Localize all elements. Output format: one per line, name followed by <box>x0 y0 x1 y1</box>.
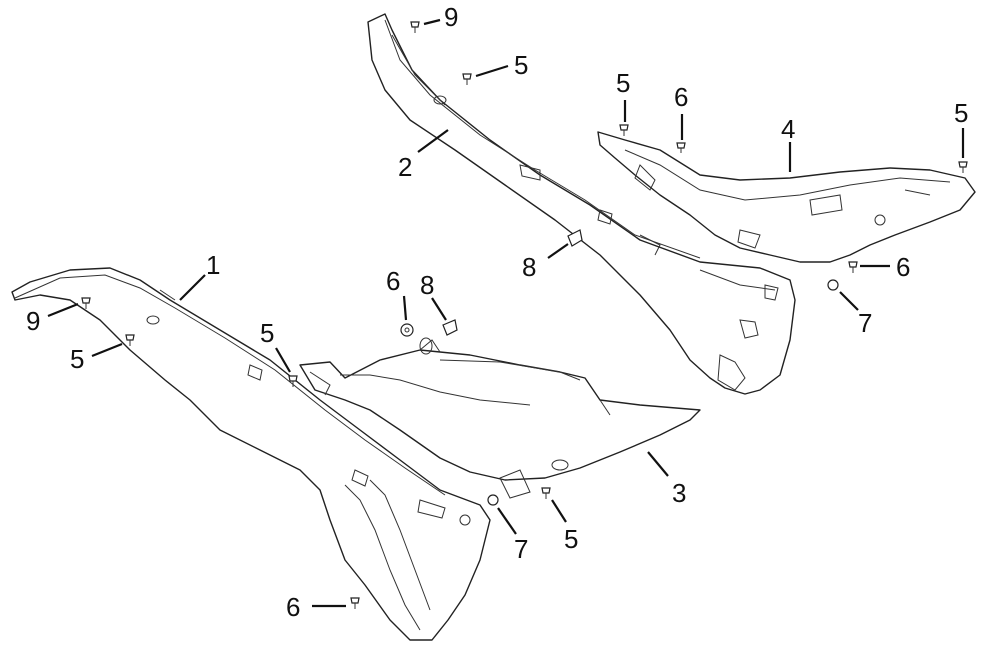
fasteners <box>81 21 968 609</box>
callout-5-part4-right: 5 <box>954 98 968 128</box>
screw-5-top-icon <box>462 73 472 85</box>
part-4-seat-side-panel <box>597 131 976 263</box>
callout-5-middle: 5 <box>260 318 274 348</box>
callout-8-middle: 8 <box>420 270 434 300</box>
callout-7-right: 7 <box>858 308 872 338</box>
callout-6-middle: 6 <box>386 266 400 296</box>
screw-6-bottom-icon <box>350 597 360 609</box>
part-2-upper-frame-panel <box>367 13 796 395</box>
callout-6-right: 6 <box>896 252 910 282</box>
leader-5-middle <box>275 347 291 373</box>
leader-lines <box>47 18 965 608</box>
callout-2: 2 <box>398 152 412 182</box>
callout-9-left: 9 <box>26 306 40 336</box>
leader-5-lower <box>551 499 567 523</box>
leader-5-top <box>475 64 509 78</box>
screw-5-middle-icon <box>288 375 298 387</box>
callout-8-upper: 8 <box>522 252 536 282</box>
screw-9-left-icon <box>81 297 91 309</box>
leader-5-left <box>91 342 123 358</box>
callout-5-left: 5 <box>70 344 84 374</box>
nut-7-lower-icon <box>487 494 499 506</box>
callout-3: 3 <box>672 478 686 508</box>
screw-5-part4-right-icon <box>958 161 968 173</box>
part-3-lower-side-panel <box>299 337 701 499</box>
part-1-left-frame-panel <box>11 267 491 641</box>
clip-8-upper-icon <box>567 229 583 247</box>
screw-5-left-icon <box>125 334 135 346</box>
callout-6-bottom: 6 <box>286 592 300 622</box>
callout-5-part4-left: 5 <box>616 68 630 98</box>
callout-6-part4: 6 <box>674 82 688 112</box>
screw-5-part4-left-icon <box>619 124 629 136</box>
nut-7-right-icon <box>827 279 839 291</box>
callout-4: 4 <box>781 114 795 144</box>
leader-6-middle <box>402 295 408 321</box>
leader-7-right <box>839 291 859 311</box>
leader-8-upper <box>547 243 569 259</box>
callout-9-top: 9 <box>444 2 458 32</box>
callout-7-lower: 7 <box>514 534 528 564</box>
leader-9-top <box>423 18 441 26</box>
callout-5-top: 5 <box>514 50 528 80</box>
screw-6-right-icon <box>848 261 858 273</box>
screw-9-top-icon <box>410 21 420 33</box>
callout-1: 1 <box>206 250 220 280</box>
leader-1 <box>179 274 206 301</box>
leader-3 <box>647 451 669 477</box>
leader-2 <box>417 129 449 153</box>
screw-6-part4-icon <box>676 142 686 153</box>
leader-8-middle <box>431 297 447 321</box>
screw-5-lower-icon <box>541 487 551 499</box>
leader-9-left <box>47 302 79 318</box>
washer-6-middle-icon <box>400 323 414 337</box>
callout-labels: 9 5 2 5 6 4 5 8 6 7 1 6 8 9 5 5 3 7 5 6 <box>26 2 968 622</box>
callout-5-lower: 5 <box>564 524 578 554</box>
clip-8-middle-icon <box>442 319 458 336</box>
leader-7-lower <box>497 507 517 535</box>
